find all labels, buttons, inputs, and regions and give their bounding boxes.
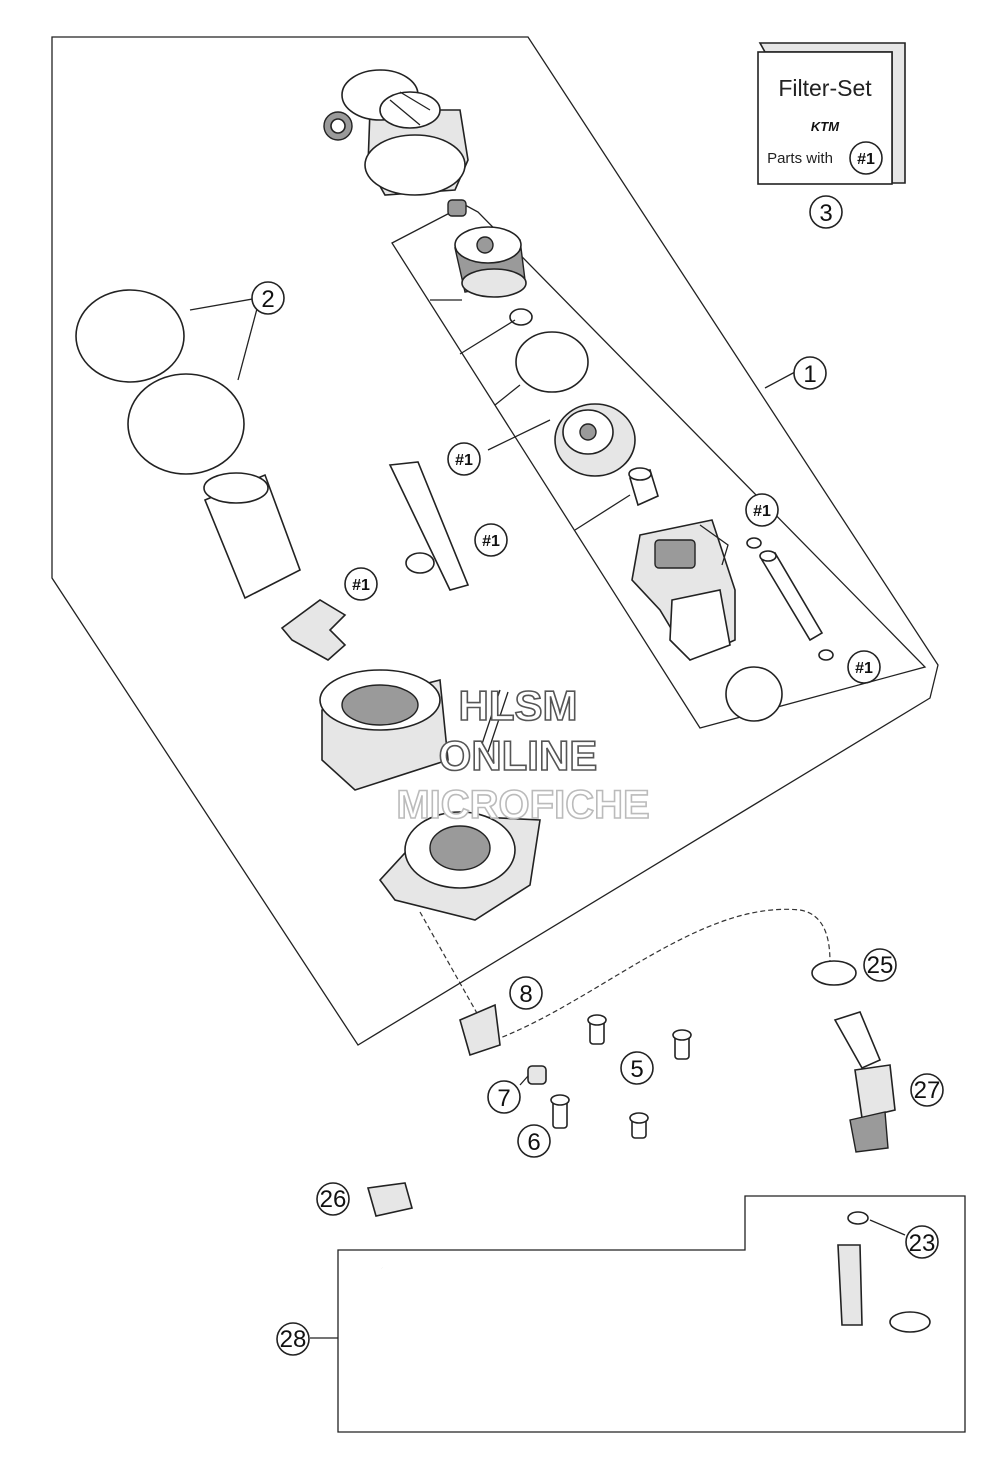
- hose-clip-26: [366, 1182, 413, 1217]
- svg-text:25: 25: [867, 952, 894, 979]
- bolt-6b: [629, 1112, 649, 1139]
- connector-line: [419, 911, 479, 1016]
- brand-logo: KTM: [811, 119, 840, 134]
- pump-flange: [378, 689, 541, 921]
- small-o-ring: [509, 308, 533, 326]
- callout-7: 7: [487, 1080, 521, 1114]
- leader-7: [519, 1075, 529, 1086]
- hose-clamp-25: [811, 960, 857, 986]
- small-spring: [447, 199, 467, 217]
- callout-26: 26: [316, 1182, 350, 1216]
- callout-8: 8: [509, 976, 543, 1010]
- svg-text:1: 1: [803, 361, 816, 388]
- bolt-6a: [550, 1094, 570, 1129]
- connector-8: [459, 1003, 501, 1057]
- svg-text:#1: #1: [352, 577, 370, 594]
- pump-o-ring: [725, 666, 783, 722]
- pressure-regulator: [554, 403, 636, 477]
- bolt-5a: [587, 1014, 607, 1045]
- leader-2a: [189, 297, 259, 311]
- callout-25: 25: [863, 948, 897, 982]
- ref-marker-e: #1: [847, 650, 881, 684]
- svg-text:7: 7: [497, 1085, 510, 1112]
- svg-text:28: 28: [280, 1326, 307, 1353]
- fuel-pump-motor: [631, 519, 736, 662]
- callout-6: 6: [517, 1124, 551, 1158]
- svg-text:#1: #1: [753, 503, 771, 520]
- svg-text:26: 26: [320, 1186, 347, 1213]
- svg-text:8: 8: [519, 981, 532, 1008]
- filter-set-title: Filter-Set: [778, 75, 872, 101]
- o-ring-lower: [127, 373, 245, 475]
- callout-3: 3: [809, 195, 843, 229]
- callout-1: 1: [793, 356, 827, 390]
- sleeve: [628, 467, 659, 507]
- svg-text:ONLINE: ONLINE: [439, 732, 598, 779]
- quick-coupling: [837, 1244, 863, 1326]
- filter-set-ref: #1: [857, 151, 875, 168]
- pump-housing: [319, 669, 449, 791]
- fuel-hose: [377, 1266, 853, 1405]
- leader-1: [764, 371, 796, 389]
- svg-text:3: 3: [819, 200, 832, 227]
- ref-marker-a: #1: [447, 442, 481, 476]
- svg-text:2: 2: [261, 286, 274, 313]
- callout-23: 23: [905, 1225, 939, 1259]
- hose-clamp-small: [889, 1311, 931, 1333]
- hose-kit-boundary: [337, 1195, 966, 1433]
- callout-27: 27: [910, 1073, 944, 1107]
- leader-23: [869, 1219, 906, 1236]
- svg-text:MICROFICHE: MICROFICHE: [396, 783, 649, 827]
- svg-text:6: 6: [527, 1129, 540, 1156]
- svg-text:5: 5: [630, 1056, 643, 1083]
- leader-2b: [237, 304, 259, 381]
- ref-marker-c: #1: [344, 567, 378, 601]
- filter-sleeve: [203, 472, 301, 600]
- svg-text:27: 27: [914, 1077, 941, 1104]
- watermark: HLSM ONLINE MICROFICHE: [396, 681, 651, 828]
- fuel-pipe: [759, 550, 824, 642]
- svg-text:#1: #1: [855, 660, 873, 677]
- parts-with-label: Parts with: [767, 150, 833, 167]
- hose-line: [494, 908, 831, 1041]
- fuel-fitting-27: [833, 1011, 896, 1153]
- bolt-5b: [672, 1029, 692, 1060]
- o-ring-23: [847, 1211, 869, 1225]
- svg-text:23: 23: [909, 1230, 936, 1257]
- float-arm: [388, 461, 470, 591]
- nut-7: [527, 1065, 547, 1085]
- callout-5: 5: [620, 1051, 654, 1085]
- svg-text:#1: #1: [455, 452, 473, 469]
- bracket-leaders: [430, 299, 631, 531]
- filter-set-box: Filter-Set KTM Parts with #1: [757, 42, 906, 185]
- assembly-boundary: [51, 36, 939, 1046]
- retaining-clip: [280, 599, 347, 661]
- callout-2: 2: [251, 281, 285, 315]
- ref-marker-b: #1: [474, 523, 508, 557]
- svg-text:#1: #1: [482, 533, 500, 550]
- ref-marker-d: #1: [745, 493, 779, 527]
- svg-text:HLSM: HLSM: [459, 682, 578, 729]
- large-o-ring: [515, 331, 589, 393]
- fuel-filter: [454, 226, 527, 298]
- pump-head: [323, 69, 469, 196]
- callout-28: 28: [276, 1322, 310, 1356]
- o-ring-upper: [75, 289, 185, 383]
- o-ring-small-a: [746, 537, 762, 549]
- o-ring-small-b: [818, 649, 834, 661]
